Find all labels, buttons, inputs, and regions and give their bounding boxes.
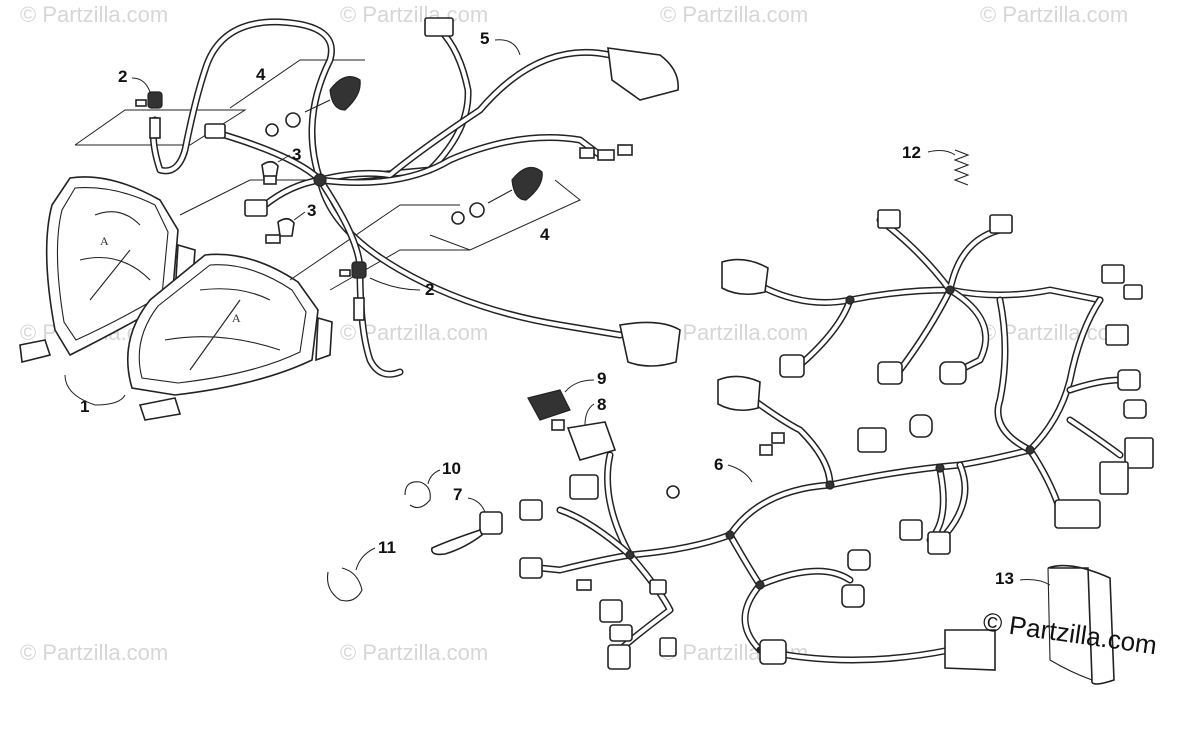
headlight-assembly-right: A bbox=[126, 253, 333, 421]
callout-7: 7 bbox=[453, 485, 462, 504]
callout-2-lower: 2 bbox=[425, 280, 434, 299]
watermark-text: © Partzilla.com bbox=[340, 640, 488, 665]
band-clamp-large bbox=[326, 567, 363, 602]
callout-5: 5 bbox=[480, 29, 489, 48]
headlight-bulb-upper bbox=[261, 160, 279, 185]
main-wiring-harness bbox=[519, 209, 1154, 671]
headlight-adjuster-upper bbox=[265, 76, 361, 137]
headlight-bulb-lower bbox=[265, 217, 295, 244]
watermark-text: © Partzilla.com bbox=[660, 320, 808, 345]
callout-1: 1 bbox=[80, 397, 89, 416]
callout-9: 9 bbox=[597, 369, 606, 388]
harness-sleeve bbox=[430, 511, 503, 556]
callout-12: 12 bbox=[902, 143, 921, 162]
watermark-text: © Partzilla.com bbox=[980, 2, 1128, 27]
spring bbox=[953, 149, 970, 186]
watermark-text: © Partzilla.com bbox=[660, 2, 808, 27]
relay-connector bbox=[551, 419, 617, 461]
headlight-harness bbox=[149, 17, 681, 378]
svg-text:A: A bbox=[100, 234, 109, 248]
watermark-text: © Partzilla.com bbox=[20, 2, 168, 27]
copyright-text: © Partzilla.com bbox=[981, 606, 1159, 660]
callout-10: 10 bbox=[442, 459, 461, 478]
watermark-text: © Partzilla.com bbox=[340, 2, 488, 27]
bulb-socket-lower bbox=[339, 261, 367, 321]
callout-6: 6 bbox=[714, 455, 723, 474]
headlight-adjuster-lower bbox=[451, 166, 543, 225]
callout-8: 8 bbox=[597, 395, 606, 414]
callout-3-lower: 3 bbox=[307, 201, 316, 220]
callouts: 1 2 2 3 3 4 4 5 6 7 8 9 10 11 12 13 bbox=[64, 29, 1051, 588]
band-clamp-small bbox=[404, 481, 431, 509]
callout-2-upper: 2 bbox=[118, 67, 127, 86]
relay-cover bbox=[527, 389, 571, 421]
svg-text:A: A bbox=[232, 311, 241, 325]
callout-3-upper: 3 bbox=[292, 145, 301, 164]
callout-13: 13 bbox=[995, 569, 1014, 588]
callout-4-upper: 4 bbox=[256, 65, 266, 84]
watermark-text: © Partzilla.com bbox=[20, 640, 168, 665]
heat-shield bbox=[1047, 564, 1115, 685]
callout-11: 11 bbox=[378, 538, 396, 557]
callout-4-lower: 4 bbox=[540, 225, 550, 244]
bulb-socket-upper bbox=[135, 91, 163, 139]
